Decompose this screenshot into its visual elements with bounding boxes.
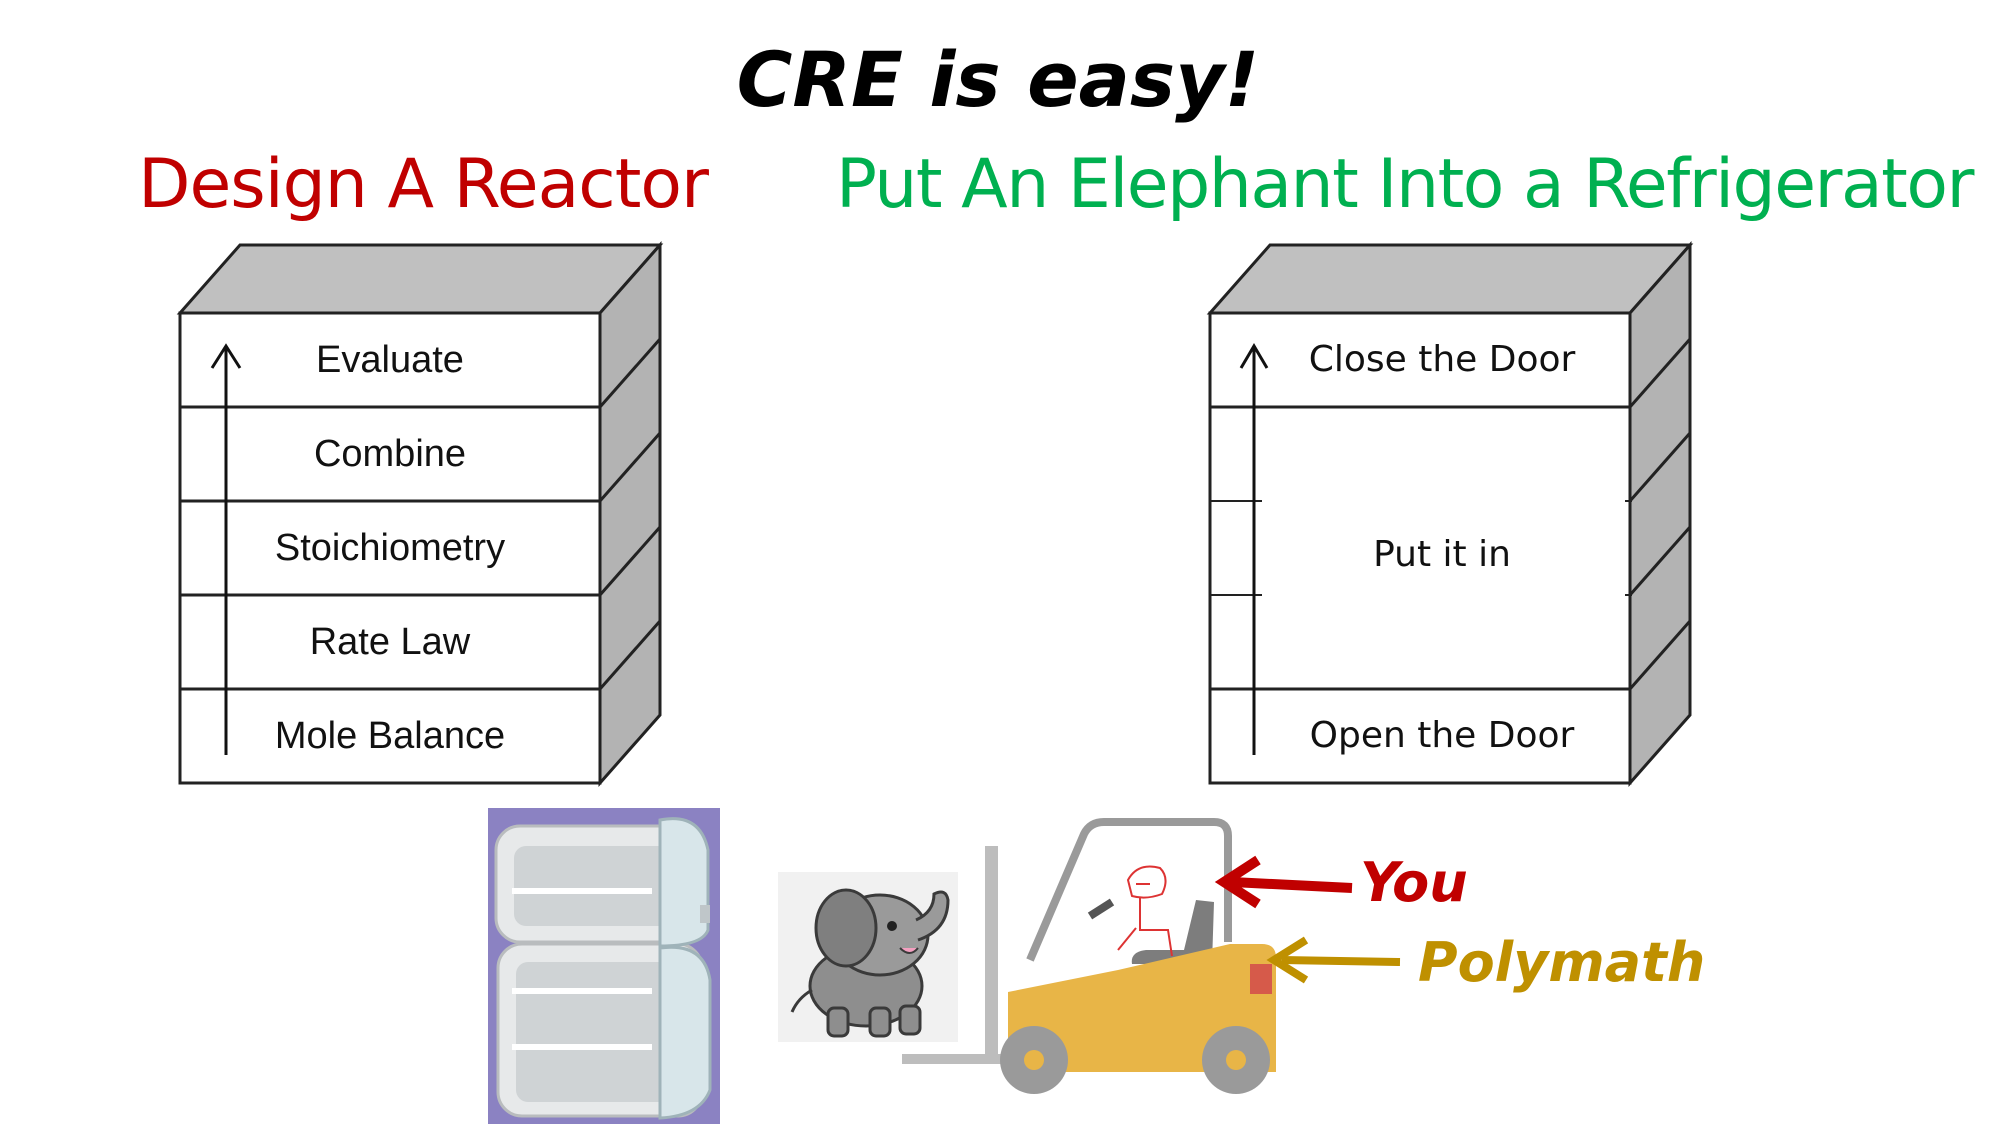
reactor-level-combine: Combine: [313, 433, 467, 475]
reactor-up-arrow-icon: [210, 343, 242, 755]
reactor-level-mole-balance: Mole Balance: [274, 715, 506, 757]
reactor-level-rate-law: Rate Law: [309, 621, 471, 663]
fridge-stack-front-face: [1208, 311, 1632, 785]
reactor-level-stoichiometry: Stoichiometry: [274, 527, 506, 569]
fridge-level-open-door: Open the Door: [1309, 715, 1575, 756]
fridge-level-close-door: Close the Door: [1308, 339, 1576, 380]
you-label: You: [1360, 851, 1468, 914]
fridge-up-arrow-icon: [1239, 343, 1269, 755]
reactor-stack-front-face: [178, 311, 602, 785]
polymath-label: Polymath: [1418, 931, 1706, 994]
elephant-refrigerator-heading: Put An Elephant Into a Refrigerator: [836, 145, 1974, 224]
slide-title: CRE is easy!: [736, 35, 1260, 124]
reactor-level-evaluate: Evaluate: [316, 339, 464, 381]
design-reactor-heading: Design A Reactor: [138, 145, 709, 224]
polymath-arrow-icon: [1266, 936, 1401, 984]
fridge-level-put-it-in: Put it in: [1373, 534, 1511, 575]
driver-sketch-icon: [1117, 865, 1173, 957]
you-arrow-icon: [1214, 855, 1353, 909]
